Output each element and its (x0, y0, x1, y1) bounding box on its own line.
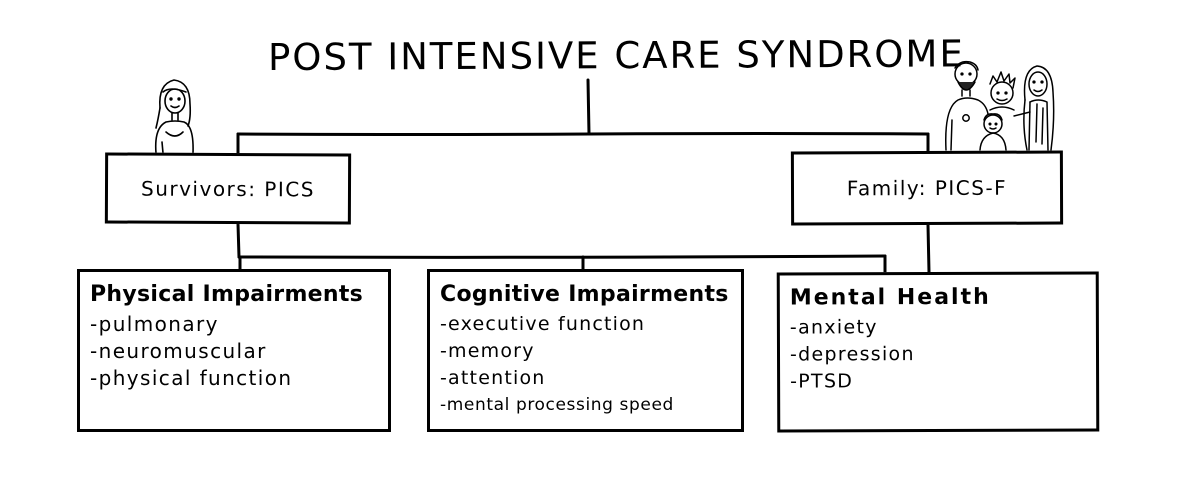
list-item: -memory (440, 340, 535, 362)
bottom-branch-line (237, 254, 887, 259)
list-item: -physical function (90, 366, 293, 390)
connector-lines (236, 78, 931, 274)
title-connector (586, 78, 591, 136)
list-item: -executive function (440, 313, 646, 335)
family-group-icon (945, 60, 1055, 151)
mental-health-box: Mental Health -anxiety -depression -PTSD (776, 271, 1100, 433)
survivors-down-line (236, 222, 241, 259)
cognitive-impairments-heading: Cognitive Impairments (440, 282, 729, 307)
survivors-box: Survivors: PICS (104, 152, 352, 225)
list-item: -pulmonary (90, 312, 219, 336)
mental-health-heading: Mental Health (789, 284, 991, 311)
mental-health-list: -anxiety -depression -PTSD (790, 313, 1096, 395)
family-label: Family: PICS-F (846, 175, 1008, 201)
family-down-line (926, 223, 931, 274)
family-box: Family: PICS-F (790, 150, 1064, 226)
list-item: -neuromuscular (90, 339, 267, 363)
list-item: -PTSD (790, 370, 854, 393)
physical-impairments-box: Physical Impairments -pulmonary -neuromu… (77, 269, 391, 432)
survivors-label: Survivors: PICS (140, 176, 316, 201)
physical-impairments-list: -pulmonary -neuromuscular -physical func… (90, 311, 388, 392)
cognitive-impairments-list: -executive function -memory -attention -… (440, 311, 741, 419)
cognitive-impairments-box: Cognitive Impairments -executive functio… (427, 269, 744, 432)
list-item: -anxiety (789, 316, 878, 339)
list-item: -mental processing speed (440, 395, 674, 415)
list-item: -attention (440, 367, 546, 389)
survivor-figure-icon (154, 79, 194, 154)
physical-impairments-heading: Physical Impairments (90, 282, 364, 307)
list-item: -depression (789, 343, 915, 366)
page-title: POST INTENSIVE CARE SYNDROME (267, 32, 965, 79)
top-branch-line (236, 132, 930, 136)
